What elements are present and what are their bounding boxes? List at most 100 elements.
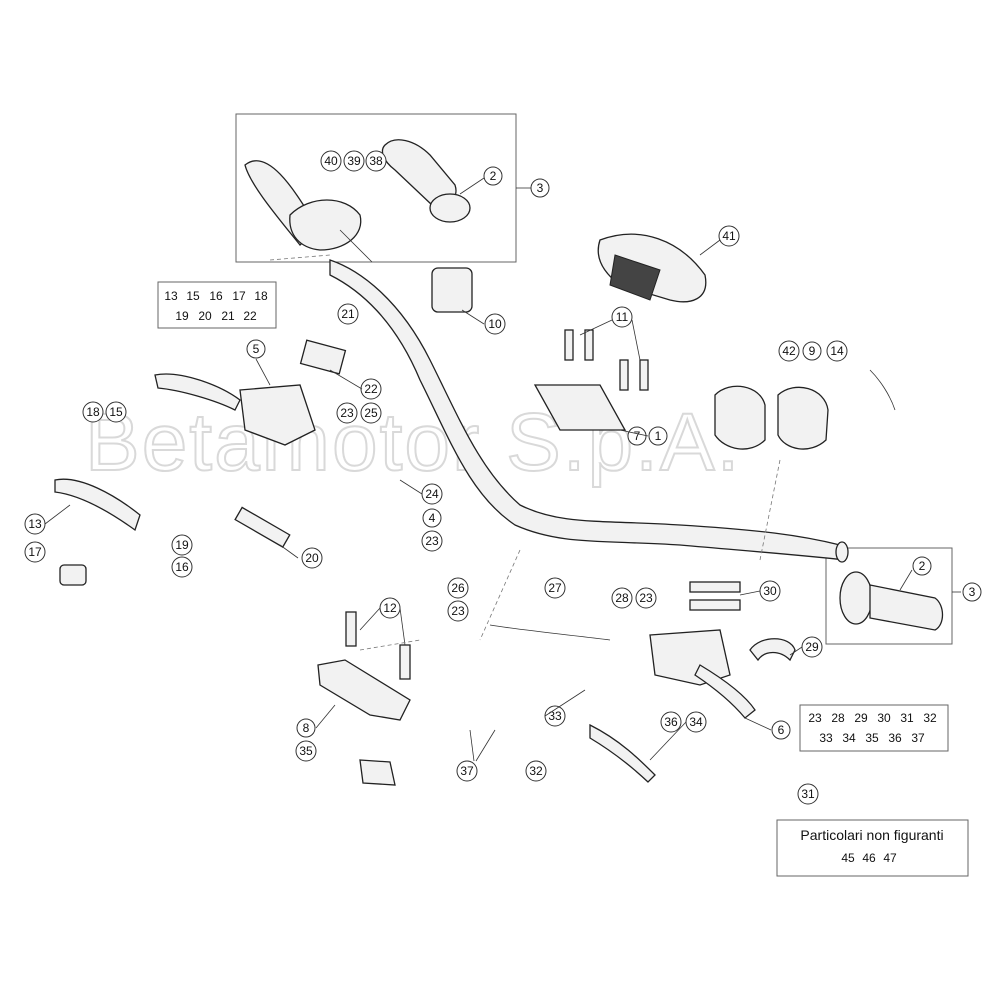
callout-group: 1 2 2 3 3 4 5 6 7 8 9 10 11 12 13 14 15: [24, 150, 982, 805]
clutch-lever-5: [154, 373, 241, 411]
callout-20: 20: [305, 551, 319, 565]
callout-23c: 23: [451, 604, 465, 618]
brake-hose-27: [489, 624, 611, 641]
callout-10-circle: [484, 313, 506, 335]
callout-22-circle: [360, 378, 382, 400]
callout-28-circle: [611, 587, 633, 609]
right-grip: [869, 584, 944, 631]
group-left-20: 20: [198, 309, 212, 323]
note-box: [776, 819, 969, 877]
group-right-36: 36: [888, 731, 902, 745]
callout-35: 35: [299, 744, 313, 758]
callout-19: 19: [175, 538, 189, 552]
group-left-15: 15: [186, 289, 200, 303]
callout-36: 36: [664, 715, 678, 729]
group-right-23: 23: [808, 711, 822, 725]
note-number-47: 47: [883, 851, 897, 865]
callout-8-circle: [296, 718, 316, 738]
callout-35-circle: [295, 740, 317, 762]
switch-9: [777, 386, 829, 450]
group-left-box: [157, 281, 277, 329]
bolt-11b: [584, 329, 594, 361]
switch-42: [714, 385, 766, 450]
callout-15: 15: [109, 405, 123, 419]
callout-27: 27: [548, 581, 562, 595]
callout-42: 42: [782, 344, 796, 358]
callout-25: 25: [364, 406, 378, 420]
callout-36-circle: [660, 711, 682, 733]
callout-17: 17: [28, 545, 42, 559]
callout-5-circle: [246, 339, 266, 359]
callout-38-circle: [365, 150, 387, 172]
brake-pad-30a: [689, 581, 741, 593]
group-left-16: 16: [209, 289, 223, 303]
callout-39: 39: [347, 154, 361, 168]
callout-41: 41: [722, 229, 736, 243]
callout-4: 4: [429, 511, 436, 525]
callout-26-circle: [447, 577, 469, 599]
group-right-28: 28: [831, 711, 845, 725]
group-right-35: 35: [865, 731, 879, 745]
callout-40-circle: [320, 150, 342, 172]
callout-23d-circle: [635, 587, 657, 609]
lower-clamp-8: [317, 659, 411, 721]
callout-19-circle: [171, 534, 193, 556]
callout-32: 32: [529, 764, 543, 778]
callout-3a: 3: [537, 181, 544, 195]
note-title: Particolari non figuranti: [800, 827, 943, 843]
callout-34: 34: [689, 715, 703, 729]
plate-pad-41: [609, 254, 661, 301]
brake-pad-30b: [689, 599, 741, 611]
callout-22: 22: [364, 382, 378, 396]
callout-5: 5: [253, 342, 260, 356]
callout-16: 16: [175, 560, 189, 574]
callout-38: 38: [369, 154, 383, 168]
callout-14-circle: [826, 340, 848, 362]
callout-12: 12: [383, 601, 397, 615]
callout-42-circle: [778, 340, 800, 362]
clip-14: [869, 369, 896, 411]
grip-flange-right: [839, 571, 873, 625]
callout-37-circle: [456, 760, 478, 782]
callout-4-circle: [422, 508, 442, 528]
lever-36: [589, 723, 656, 783]
group-right-32: 32: [923, 711, 937, 725]
callout-17-circle: [24, 541, 46, 563]
callout-26: 26: [451, 581, 465, 595]
callout-8: 8: [303, 721, 310, 735]
callout-40: 40: [324, 154, 338, 168]
bolt-11a: [564, 329, 574, 361]
callout-3b-circle: [962, 582, 982, 602]
callout-30: 30: [763, 584, 777, 598]
group-right-numbers: 23 28 29 30 31 32 33 34 35 36 37: [808, 711, 937, 745]
group-left-18: 18: [254, 289, 268, 303]
callout-21: 21: [341, 307, 355, 321]
callout-39-circle: [343, 150, 365, 172]
callout-1: 1: [655, 429, 662, 443]
callout-18-circle: [82, 401, 104, 423]
callout-2a: 2: [490, 169, 497, 183]
reservoir-cover-22: [299, 339, 347, 375]
callout-2b: 2: [919, 559, 926, 573]
callout-7-circle: [627, 426, 647, 446]
callout-23a-circle: [336, 402, 358, 424]
switch-10: [431, 267, 473, 313]
callout-23c-circle: [447, 600, 469, 622]
callout-9: 9: [809, 344, 816, 358]
group-left-17: 17: [232, 289, 246, 303]
callout-18: 18: [86, 405, 100, 419]
pivot-17: [59, 564, 87, 586]
callout-2b-circle: [912, 556, 932, 576]
callout-23a: 23: [340, 406, 354, 420]
group-right-37: 37: [911, 731, 925, 745]
group-left-13: 13: [164, 289, 178, 303]
dashed-guides: [269, 254, 781, 651]
callout-6-circle: [771, 720, 791, 740]
group-right-box: [799, 704, 949, 752]
callout-3b: 3: [969, 585, 976, 599]
callout-23b: 23: [425, 534, 439, 548]
grip-flange-top: [429, 193, 471, 223]
callout-31: 31: [801, 787, 815, 801]
group-left-22: 22: [243, 309, 257, 323]
